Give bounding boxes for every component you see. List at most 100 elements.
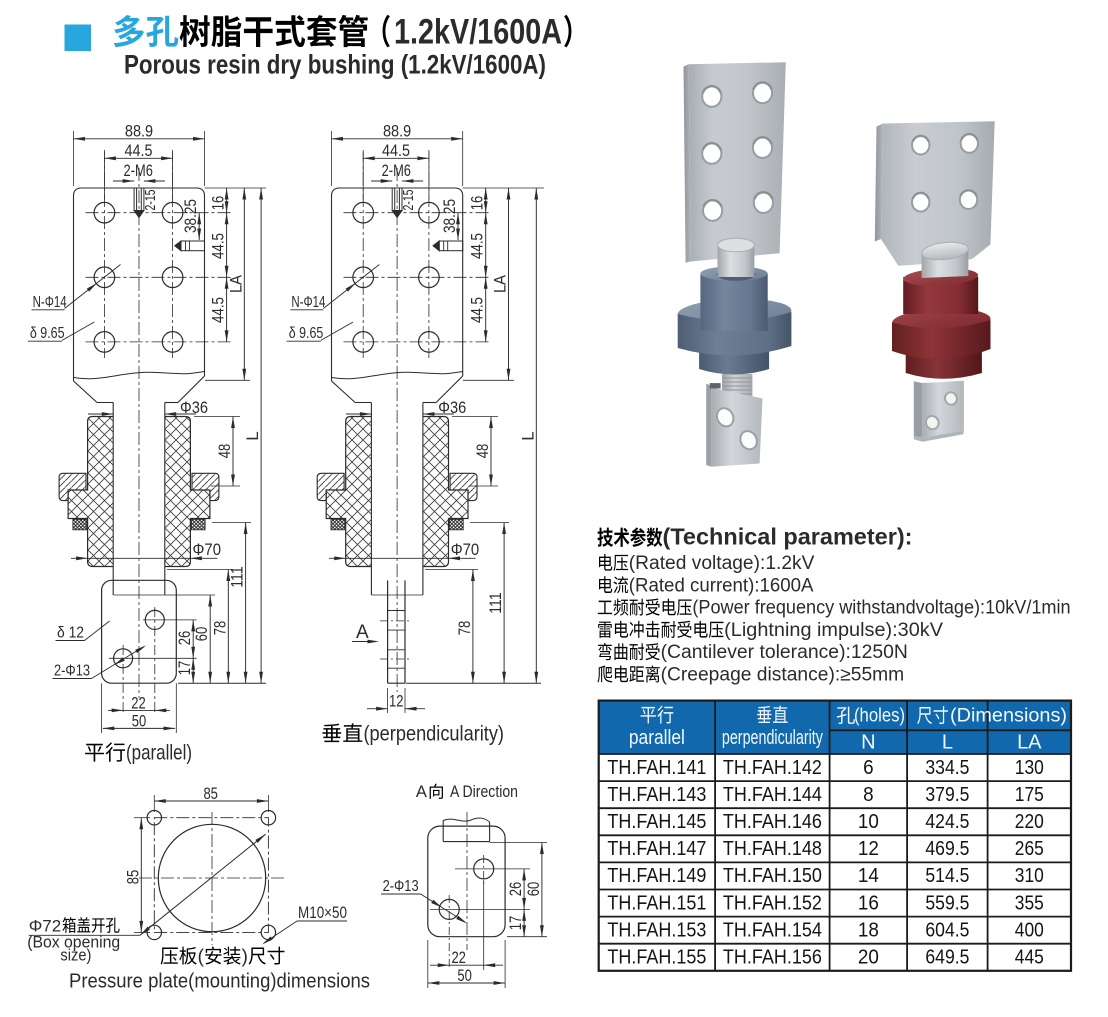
svg-text:(holes): (holes)	[854, 706, 905, 727]
svg-text:size): size)	[60, 946, 91, 965]
svg-text:Φ36: Φ36	[180, 398, 208, 417]
svg-text:20: 20	[858, 946, 879, 969]
svg-text:16: 16	[858, 891, 879, 914]
svg-text:17: 17	[506, 916, 525, 931]
svg-text:TH.FAH.147: TH.FAH.147	[607, 837, 706, 860]
svg-text:2-15: 2-15	[142, 190, 159, 211]
svg-text:48: 48	[473, 444, 492, 459]
svg-text:26: 26	[175, 631, 194, 646]
svg-text:60: 60	[192, 627, 211, 642]
svg-text:L: L	[518, 431, 537, 440]
svg-text:Φ36: Φ36	[438, 398, 466, 417]
svg-text:perpendicularity: perpendicularity	[722, 727, 823, 749]
svg-text:44.5: 44.5	[468, 297, 487, 323]
svg-text:parallel: parallel	[629, 727, 685, 749]
svg-text:Φ70: Φ70	[451, 540, 480, 559]
svg-text:88.9: 88.9	[383, 122, 411, 141]
svg-text:δ 9.65: δ 9.65	[289, 325, 324, 342]
svg-text:14: 14	[858, 864, 879, 887]
svg-text:TH.FAH.153: TH.FAH.153	[607, 918, 706, 941]
svg-text:Φ72: Φ72	[29, 917, 61, 936]
svg-text:2-Φ13: 2-Φ13	[54, 663, 90, 680]
svg-text:12: 12	[858, 837, 879, 860]
svg-text:TH.FAH.150: TH.FAH.150	[723, 864, 822, 887]
svg-text:175: 175	[1015, 783, 1044, 806]
svg-text:220: 220	[1015, 810, 1044, 833]
svg-text:265: 265	[1015, 837, 1044, 860]
svg-text:26: 26	[506, 882, 525, 897]
svg-text:(Technical parameter):: (Technical parameter):	[663, 524, 913, 550]
svg-text:(Power frequency withstandvolt: (Power frequency withstandvoltage):10kV/…	[692, 598, 1070, 619]
svg-text:N-Φ14: N-Φ14	[33, 294, 67, 311]
svg-text:310: 310	[1015, 864, 1044, 887]
svg-text:16: 16	[209, 196, 228, 211]
svg-text:TH.FAH.143: TH.FAH.143	[607, 783, 706, 806]
svg-text:TH.FAH.141: TH.FAH.141	[607, 756, 706, 779]
svg-text:78: 78	[210, 621, 229, 636]
svg-text:Φ70: Φ70	[193, 540, 222, 559]
svg-text:38.25: 38.25	[181, 199, 200, 233]
svg-text:Porous resin dry bushing (1.2k: Porous resin dry bushing (1.2kV/1600A)	[124, 50, 546, 80]
svg-text:A: A	[416, 783, 427, 801]
svg-text:130: 130	[1015, 756, 1044, 779]
svg-text:88.9: 88.9	[125, 122, 153, 141]
svg-text:TH.FAH.154: TH.FAH.154	[723, 918, 822, 941]
svg-text:44.5: 44.5	[468, 233, 487, 259]
svg-text:604.5: 604.5	[925, 918, 969, 941]
svg-text:559.5: 559.5	[925, 891, 969, 914]
svg-text:2-M6: 2-M6	[124, 161, 153, 180]
svg-text:50: 50	[457, 966, 472, 985]
svg-text:(Dimensions): (Dimensions)	[950, 706, 1067, 727]
svg-text:TH.FAH.144: TH.FAH.144	[723, 783, 822, 806]
svg-text:TH.FAH.156: TH.FAH.156	[723, 946, 822, 969]
svg-text:δ 9.65: δ 9.65	[30, 325, 65, 342]
svg-text:L: L	[942, 732, 953, 754]
svg-text:A: A	[356, 622, 369, 643]
svg-text:44.5: 44.5	[125, 141, 153, 160]
svg-text:TH.FAH.142: TH.FAH.142	[723, 756, 822, 779]
svg-text:334.5: 334.5	[925, 756, 969, 779]
svg-text:22: 22	[131, 693, 146, 712]
svg-text:(Creepage distance):≥55mm: (Creepage distance):≥55mm	[661, 665, 905, 686]
svg-text:TH.FAH.146: TH.FAH.146	[723, 810, 822, 833]
svg-text:(Box opening: (Box opening	[27, 933, 120, 952]
svg-text:379.5: 379.5	[925, 783, 969, 806]
svg-text:TH.FAH.149: TH.FAH.149	[607, 864, 706, 887]
svg-text:17: 17	[175, 661, 194, 676]
svg-text:22: 22	[451, 948, 466, 967]
svg-text:38.25: 38.25	[440, 199, 459, 233]
svg-text:78: 78	[455, 621, 474, 636]
svg-text:2-Φ13: 2-Φ13	[383, 878, 419, 895]
svg-text:(parallel): (parallel)	[126, 742, 192, 765]
svg-text:48: 48	[215, 444, 234, 459]
svg-text:TH.FAH.155: TH.FAH.155	[607, 946, 706, 969]
svg-text:60: 60	[524, 882, 543, 897]
svg-text:8: 8	[863, 783, 874, 806]
svg-text:44.5: 44.5	[209, 297, 228, 323]
svg-text:A Direction: A Direction	[450, 783, 518, 801]
svg-text:44.5: 44.5	[382, 141, 410, 160]
svg-text:469.5: 469.5	[925, 837, 969, 860]
svg-text:2-M6: 2-M6	[382, 161, 411, 180]
svg-text:(: (	[198, 946, 205, 968]
svg-text:Pressure plate(mounting)dimens: Pressure plate(mounting)dimensions	[69, 971, 370, 993]
svg-text:6: 6	[863, 756, 874, 779]
svg-text:1.2kV/1600A: 1.2kV/1600A	[394, 13, 562, 52]
svg-text:424.5: 424.5	[925, 810, 969, 833]
svg-text:TH.FAH.148: TH.FAH.148	[723, 837, 822, 860]
svg-text:85: 85	[123, 870, 142, 885]
svg-text:10: 10	[858, 810, 879, 833]
svg-text:(Lightning impulse):30kV: (Lightning impulse):30kV	[724, 620, 943, 641]
svg-text:85: 85	[203, 784, 218, 803]
svg-text:): )	[242, 946, 249, 968]
svg-text:18: 18	[858, 918, 879, 941]
svg-text:M10×50: M10×50	[298, 904, 347, 922]
svg-text:445: 445	[1015, 946, 1044, 969]
svg-text:12: 12	[389, 692, 404, 711]
svg-text:44.5: 44.5	[209, 233, 228, 259]
svg-text:LA: LA	[1017, 732, 1042, 754]
svg-text:50: 50	[132, 711, 147, 730]
svg-text:649.5: 649.5	[925, 946, 969, 969]
svg-text:N: N	[861, 732, 875, 754]
svg-text:(Rated voltage):1.2kV: (Rated voltage):1.2kV	[629, 553, 815, 574]
